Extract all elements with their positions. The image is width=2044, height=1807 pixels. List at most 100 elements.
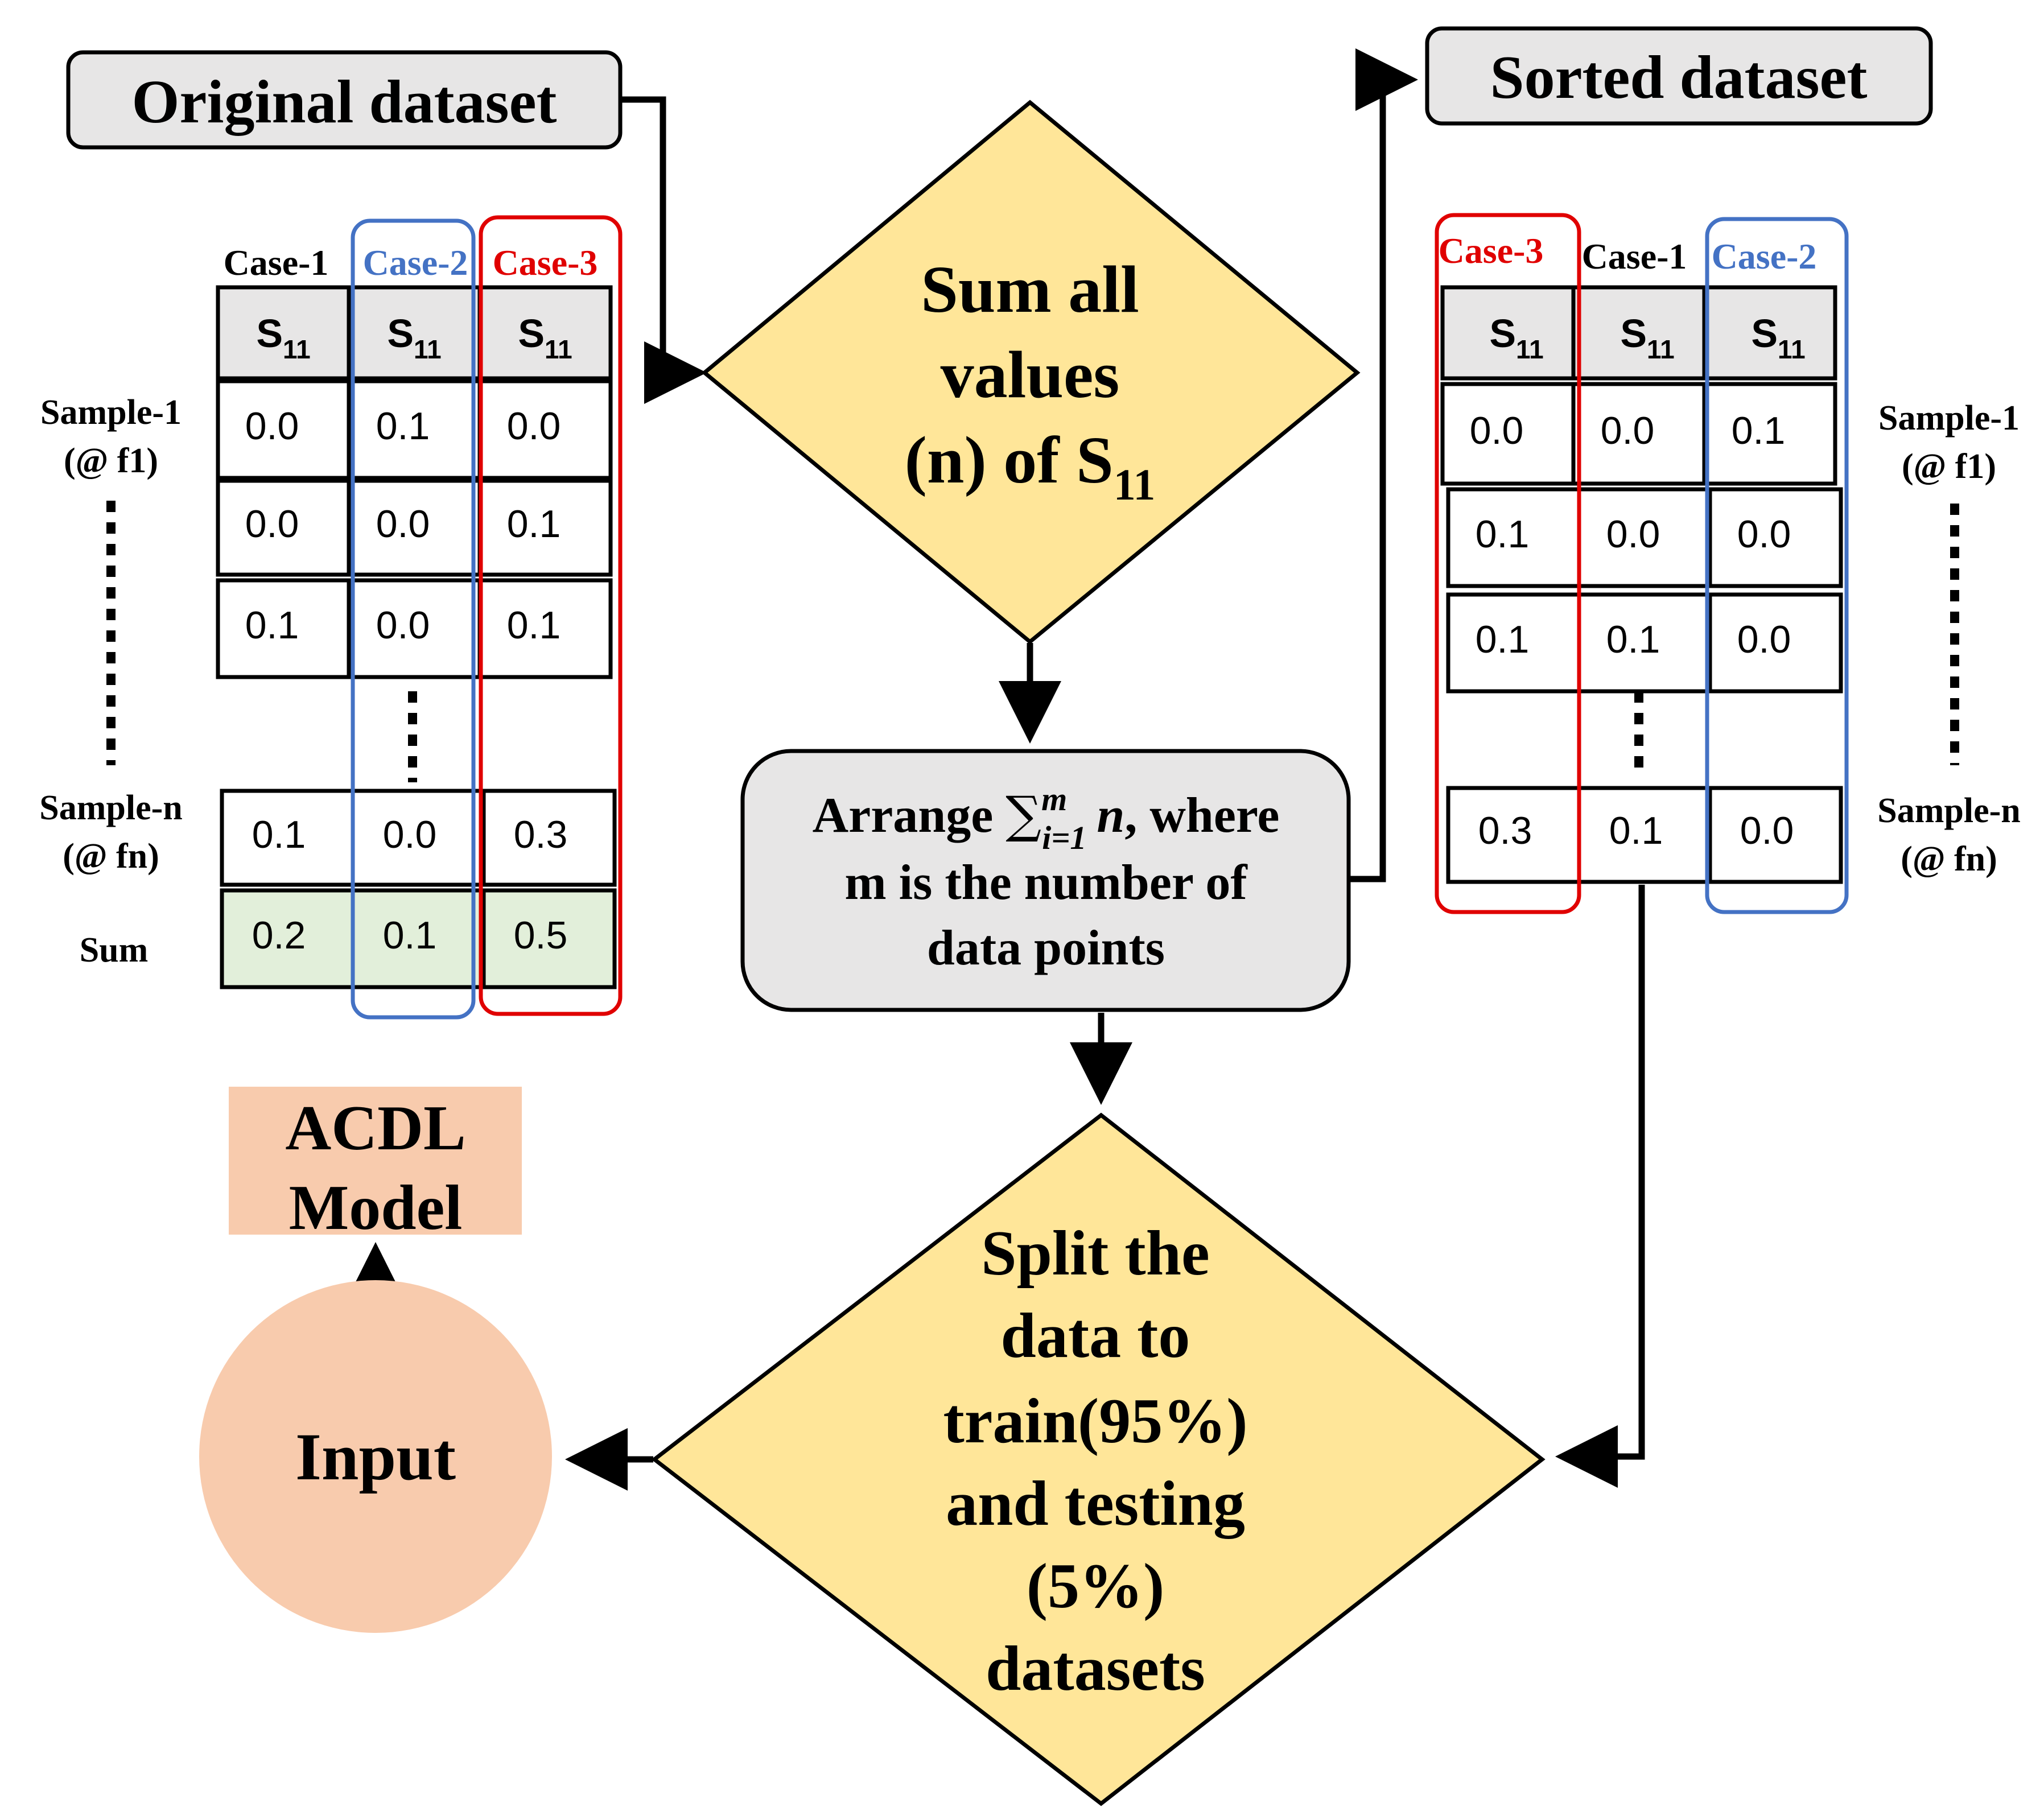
sorted-case-headers: Case-3 Case-1 Case-2 (1439, 230, 1817, 277)
sorted-data-cell: 0.0 (1737, 513, 1791, 556)
original-case2-header: Case-2 (363, 242, 468, 283)
original-dataset-title: Original dataset (66, 50, 623, 150)
sorted-last-cell-2: 0.1 (1609, 809, 1663, 852)
original-s11-header-row: S11 S11 S11 (216, 285, 613, 381)
connectors (344, 48, 1645, 1491)
input-circle-label: Input (295, 1420, 456, 1494)
original-sample1-label: Sample-1 (40, 393, 182, 432)
sorted-last-cell-3: 0.0 (1740, 809, 1794, 852)
original-vdots (106, 501, 417, 782)
sorted-data-cell: 0.1 (1476, 618, 1530, 661)
sorted-samplen-freq: (@ fn) (1901, 840, 1997, 878)
original-last-cell-1: 0.1 (252, 813, 306, 856)
original-data-cell: 0.1 (507, 502, 561, 546)
original-sum-label: Sum (80, 931, 149, 969)
original-sum-cell-2: 0.1 (383, 914, 437, 957)
original-data-cell: 0.1 (245, 604, 299, 647)
sum-diamond-line2: values (941, 337, 1120, 412)
original-row-labels: Sample-1 (@ f1) Sample-n (@ fn) Sum (39, 393, 182, 969)
original-data-cell: 0.0 (245, 405, 299, 448)
input-circle: Input (199, 1280, 552, 1633)
sorted-case1-header: Case-1 (1582, 236, 1687, 277)
original-case1-header: Case-1 (224, 242, 329, 283)
original-data-cell: 0.0 (376, 604, 430, 647)
original-sample1-freq: (@ f1) (64, 442, 158, 480)
original-samplen-label: Sample-n (39, 789, 182, 827)
acdl-model-line1: ACDL (285, 1093, 465, 1164)
acdl-model-line2: Model (289, 1173, 463, 1243)
arrange-line3: data points (927, 921, 1165, 976)
sorted-case3-header: Case-3 (1439, 230, 1544, 271)
original-data-row: 0.0 0.0 0.1 (216, 478, 613, 577)
sorted-s11-header-row: S11 S11 S11 (1440, 285, 1837, 381)
split-line-2: data to (1001, 1301, 1190, 1371)
sorted-case3-outline (1435, 213, 1581, 914)
sorted-data-row: 0.1 0.1 0.0 (1446, 592, 1843, 694)
sorted-dataset-title-text: Sorted dataset (1490, 44, 1868, 112)
original-case-outlines (351, 215, 623, 1020)
sorted-dataset-title: Sorted dataset (1425, 26, 1933, 126)
sorted-sample1-label: Sample-1 (1878, 399, 2020, 438)
sorted-data-row: 0.1 0.0 0.0 (1446, 487, 1843, 588)
split-line-6: datasets (986, 1633, 1205, 1704)
sorted-data-cell: 0.0 (1606, 513, 1660, 556)
sorted-row-labels: Sample-1 (@ f1) Sample-n (@ fn) (1877, 399, 2020, 878)
original-data-cell: 0.1 (507, 604, 561, 647)
original-sum-row: 0.2 0.1 0.5 (220, 888, 617, 989)
arrow-sorted-to-split (1555, 885, 1645, 1488)
original-data-row: 0.0 0.1 0.0 (216, 379, 613, 480)
sorted-data-rows: 0.0 0.0 0.1 0.1 0.0 0.0 0.1 0.1 0.0 (1440, 382, 1843, 694)
sum-diamond-line3: (n) of S11 (905, 423, 1156, 509)
sorted-s11-header-3: S11 (1751, 311, 1805, 364)
sorted-data-cell: 0.0 (1601, 409, 1655, 452)
original-case2-outline (351, 218, 476, 1020)
original-samplen-freq: (@ fn) (63, 837, 159, 876)
original-sum-cell-3: 0.5 (514, 914, 568, 957)
sorted-samplen-label: Sample-n (1877, 791, 2020, 830)
original-sum-cell-1: 0.2 (252, 914, 306, 957)
sorted-data-cell: 0.1 (1476, 513, 1530, 556)
sorted-case2-outline (1705, 217, 1849, 914)
sorted-data-cell: 0.1 (1606, 618, 1660, 661)
original-case3-header: Case-3 (493, 242, 598, 283)
split-line-5: (5%) (1027, 1551, 1165, 1622)
sum-diamond-line1: Sum all (921, 252, 1139, 327)
sorted-vdots (1634, 504, 1959, 777)
original-case3-outline (479, 215, 623, 1016)
sorted-data-cell: 0.0 (1470, 409, 1524, 452)
original-data-cell: 0.0 (245, 502, 299, 546)
sorted-data-row: 0.0 0.0 0.1 (1440, 382, 1837, 486)
split-line-3: train(95%) (943, 1386, 1247, 1457)
original-last-row: 0.1 0.0 0.3 (220, 789, 617, 887)
split-diamond: Split the data to train(95%) and testing… (651, 1112, 1546, 1806)
original-last-cell-2: 0.0 (383, 813, 437, 856)
original-data-cell: 0.0 (376, 502, 430, 546)
sorted-last-row: 0.3 0.1 0.0 (1446, 786, 1843, 884)
original-dataset-title-text: Original dataset (132, 68, 557, 136)
arrow-arrange-to-sorted (1349, 48, 1418, 882)
arrow-original-to-sum (617, 96, 707, 404)
sorted-data-cell: 0.1 (1732, 409, 1786, 452)
sorted-sample1-freq: (@ f1) (1902, 447, 1996, 486)
split-line-1: Split the (981, 1218, 1209, 1289)
sorted-s11-header-1: S11 (1489, 311, 1543, 364)
original-s11-header-3: S11 (518, 311, 572, 364)
original-data-row: 0.1 0.0 0.1 (216, 578, 613, 679)
original-s11-header-1: S11 (256, 311, 310, 364)
sorted-last-cell-1: 0.3 (1478, 809, 1532, 852)
original-case-headers: Case-1 Case-2 Case-3 (224, 242, 598, 283)
sorted-case2-header: Case-2 (1712, 236, 1817, 277)
split-line-4: and testing (946, 1468, 1245, 1539)
sorted-case-outlines (1435, 213, 1849, 914)
sum-diamond: Sum all values (n) of S11 (701, 100, 1361, 645)
original-data-cell: 0.0 (507, 405, 561, 448)
original-s11-header-2: S11 (387, 311, 441, 364)
original-data-rows: 0.0 0.1 0.0 0.0 0.0 0.1 0.1 0.0 0.1 (216, 379, 613, 679)
original-data-cell: 0.1 (376, 405, 430, 448)
sorted-data-cell: 0.0 (1737, 618, 1791, 661)
original-last-cell-3: 0.3 (514, 813, 568, 856)
sorted-s11-header-2: S11 (1620, 311, 1674, 364)
